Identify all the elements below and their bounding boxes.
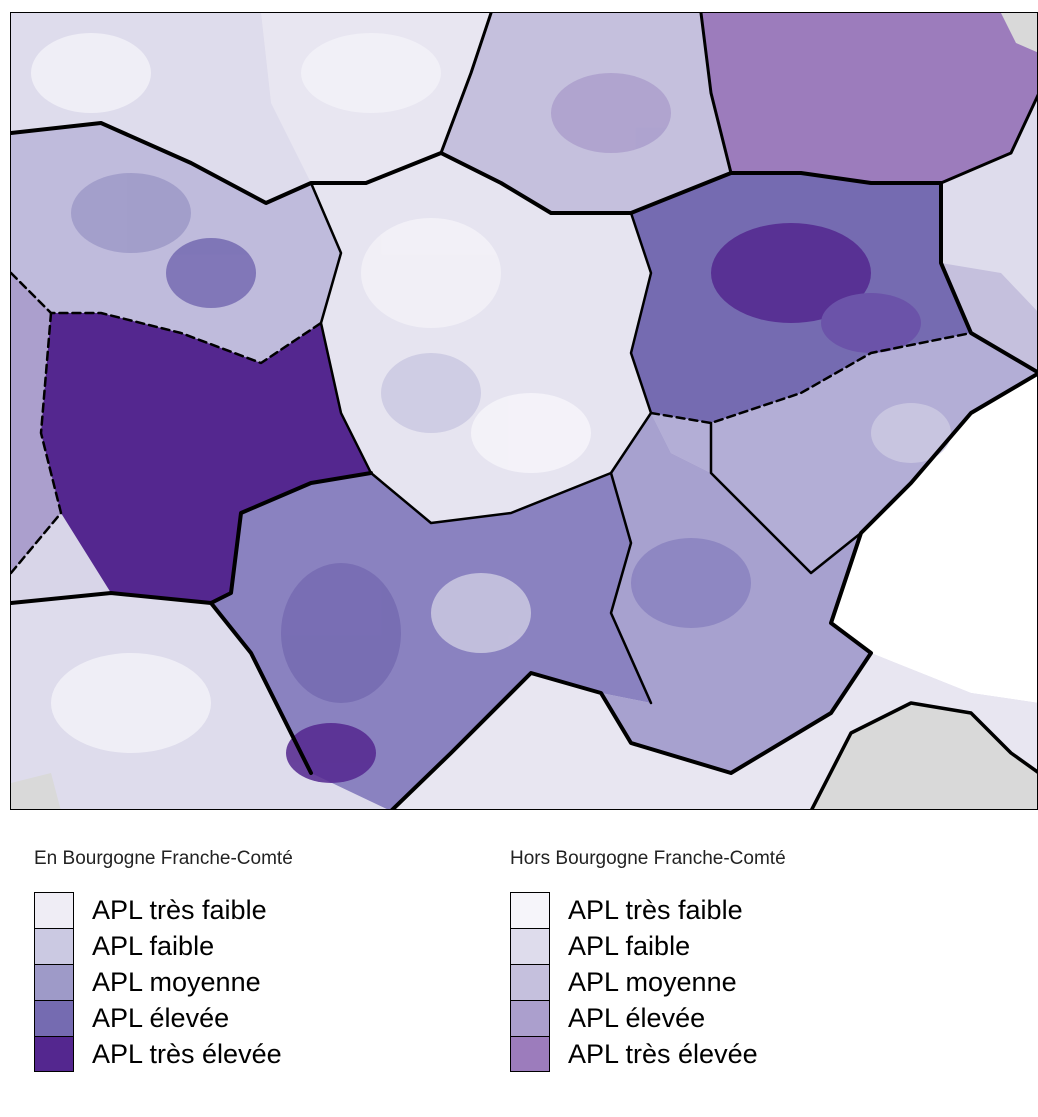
legend-swatch xyxy=(34,1000,74,1036)
legend-label: APL moyenne xyxy=(568,966,737,997)
map-canvas xyxy=(11,13,1037,809)
legend-swatch xyxy=(510,1036,550,1072)
legend-out-bfc: Hors Bourgogne Franche-Comté APL très fa… xyxy=(510,848,786,1072)
administrative-borders xyxy=(11,13,1037,809)
map-texture-patches xyxy=(31,33,951,783)
legend-swatch xyxy=(510,1000,550,1036)
dept-doubs xyxy=(651,333,1037,573)
legend-out-item-faible: APL faible xyxy=(510,928,786,964)
legend-in-items: APL très faible APL faible APL moyenne A… xyxy=(34,892,293,1072)
legend-in-item-faible: APL faible xyxy=(34,928,293,964)
dept-territoire-belfort xyxy=(941,263,1037,372)
legend-swatch xyxy=(510,964,550,1000)
legend-in-item-elevee: APL élevée xyxy=(34,1000,293,1036)
legend-label: APL très faible xyxy=(92,894,267,925)
legend-swatch xyxy=(34,1036,74,1072)
legend-label: APL élevée xyxy=(92,1002,230,1033)
dept-border-cote-dor xyxy=(309,181,653,525)
legend-in-item-tres-faible: APL très faible xyxy=(34,892,293,928)
legend-out-items: APL très faible APL faible APL moyenne A… xyxy=(510,892,786,1072)
legend-swatch xyxy=(34,964,74,1000)
legend-label: APL moyenne xyxy=(92,966,261,997)
legend-in-bfc: En Bourgogne Franche-Comté APL très faib… xyxy=(34,848,293,1072)
dept-border-nievre-sl xyxy=(209,471,373,605)
legend-swatch xyxy=(34,928,74,964)
dept-border-yonne-nievre xyxy=(11,271,323,365)
region-southeast-outside xyxy=(831,374,1037,703)
region-west-outside xyxy=(11,273,61,573)
dept-border-jura xyxy=(609,421,863,705)
outer-border-swiss xyxy=(810,701,1037,809)
legend-out-item-moyenne: APL moyenne xyxy=(510,964,786,1000)
legend-label: APL élevée xyxy=(568,1002,706,1033)
legend-in-title: En Bourgogne Franche-Comté xyxy=(34,848,293,869)
legend-in-item-tres-elevee: APL très élevée xyxy=(34,1036,293,1072)
legend-out-title: Hors Bourgogne Franche-Comté xyxy=(510,848,786,869)
legend-label: APL faible xyxy=(92,930,215,961)
outer-border-west xyxy=(11,311,63,575)
legend-swatch xyxy=(510,928,550,964)
choropleth-map xyxy=(10,12,1038,810)
neighbor-area-ne xyxy=(1001,13,1037,53)
dept-border-doubs-hs xyxy=(649,331,973,425)
legend-label: APL faible xyxy=(568,930,691,961)
legend-swatch xyxy=(34,892,74,928)
neighbor-country-swiss xyxy=(812,703,1037,809)
legend-label: APL très élevée xyxy=(568,1038,758,1069)
bfc-region-border xyxy=(11,121,1037,809)
region-northeast-outside xyxy=(701,13,1037,183)
legend-label: APL très faible xyxy=(568,894,743,925)
legend-in-item-moyenne: APL moyenne xyxy=(34,964,293,1000)
dept-nievre xyxy=(41,313,371,603)
legend-out-item-elevee: APL élevée xyxy=(510,1000,786,1036)
outer-border-north xyxy=(439,13,1037,185)
neighbor-area-sw xyxy=(11,773,61,809)
legend-swatch xyxy=(510,892,550,928)
legend-out-item-tres-elevee: APL très élevée xyxy=(510,1036,786,1072)
legend-out-item-tres-faible: APL très faible xyxy=(510,892,786,928)
legend-label: APL très élevée xyxy=(92,1038,282,1069)
